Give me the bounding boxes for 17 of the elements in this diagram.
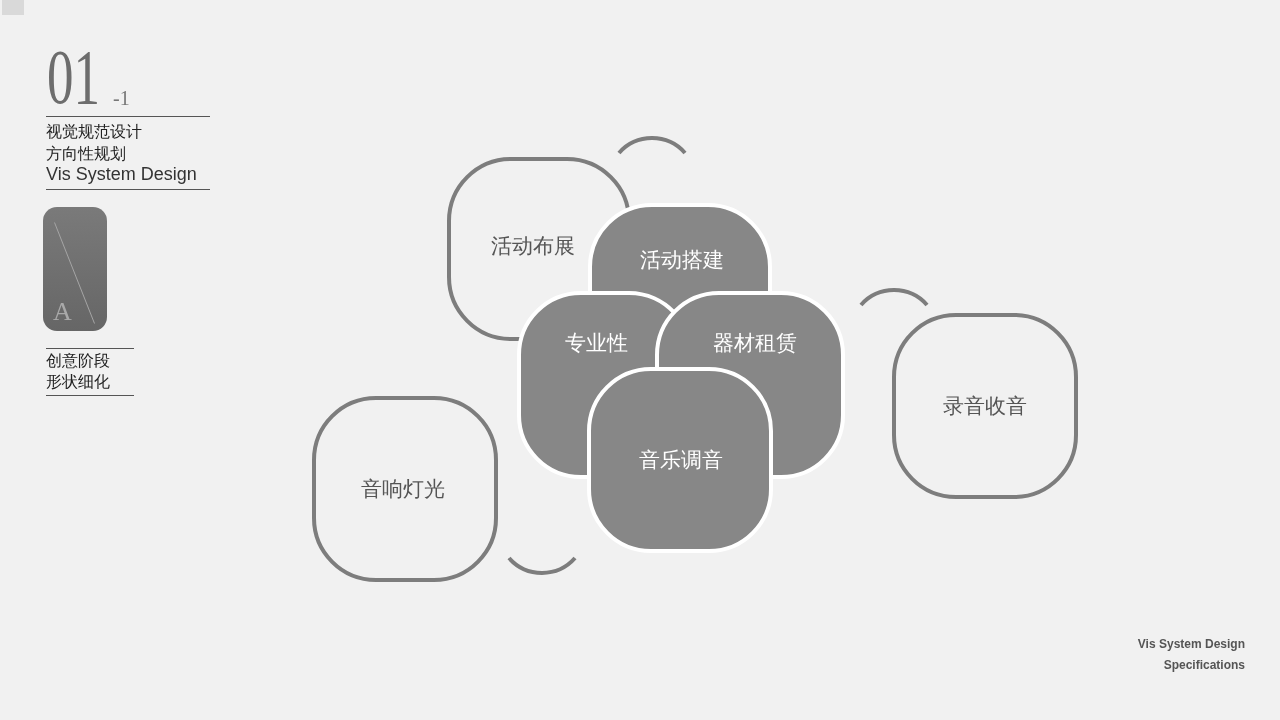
subtitle-text: Vis System Design (46, 163, 197, 185)
node-label: 录音收音 (943, 393, 1027, 419)
card-letter: A (53, 299, 72, 325)
node-label: 活动布展 (491, 233, 575, 259)
node-label: 器材租赁 (713, 330, 797, 356)
stage-text: 创意阶段 (46, 351, 110, 371)
heading-text: 视觉规范设计 (46, 122, 142, 142)
node-label: 音响灯光 (361, 476, 445, 502)
stage-text: 形状细化 (46, 372, 110, 392)
footer-text: Specifications (1163, 658, 1245, 673)
node-label: 专业性 (564, 330, 628, 356)
heading-text: 方向性规划 (46, 144, 126, 164)
node-label: 音乐调音 (639, 447, 723, 473)
section-number: 01 (47, 38, 101, 116)
node-label: 活动搭建 (640, 247, 724, 273)
sub-number: -1 (113, 88, 130, 108)
footer-text: Vis System Design (1137, 637, 1245, 652)
